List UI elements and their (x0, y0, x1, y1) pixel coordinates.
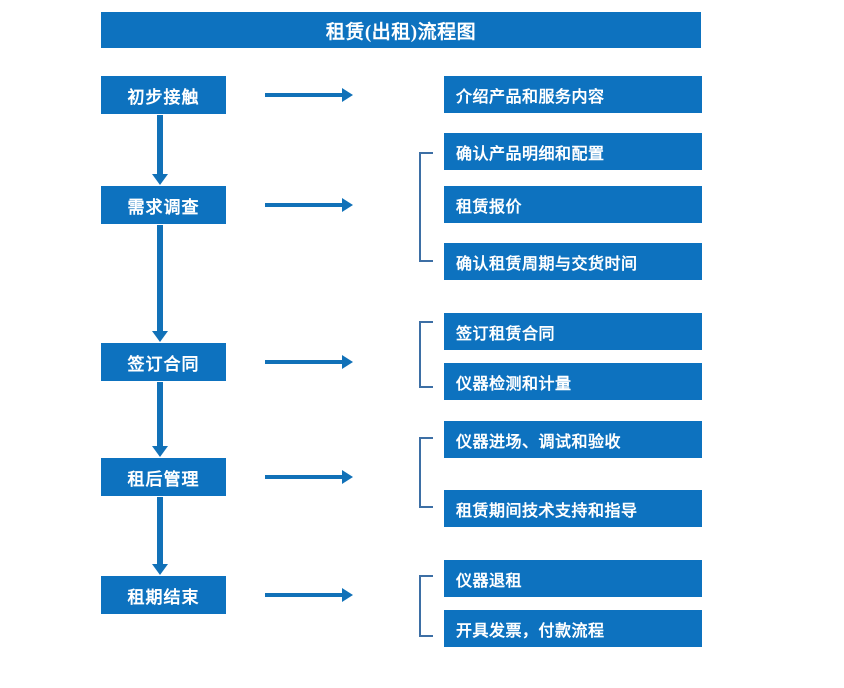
stage-box-2[interactable]: 需求调查 (101, 186, 226, 224)
group-bracket-4 (419, 575, 433, 637)
detail-box-7[interactable]: 仪器进场、调试和验收 (444, 421, 702, 458)
group-bracket-1 (419, 152, 433, 262)
flow-arrow-right-5 (265, 588, 353, 602)
flow-arrow-right-3 (265, 355, 353, 369)
diagram-title: 租赁(出租)流程图 (101, 12, 701, 48)
stage-box-1[interactable]: 初步接触 (101, 76, 226, 114)
detail-box-6[interactable]: 仪器检测和计量 (444, 363, 702, 400)
detail-box-4[interactable]: 确认租赁周期与交货时间 (444, 243, 702, 280)
flow-arrow-right-4 (265, 470, 353, 484)
flow-arrow-right-1 (265, 88, 353, 102)
detail-box-10[interactable]: 开具发票，付款流程 (444, 610, 702, 647)
detail-box-5[interactable]: 签订租赁合同 (444, 313, 702, 350)
stage-box-4[interactable]: 租后管理 (101, 458, 226, 496)
detail-box-1[interactable]: 介绍产品和服务内容 (444, 76, 702, 113)
detail-box-2[interactable]: 确认产品明细和配置 (444, 133, 702, 170)
flow-arrow-down-2 (152, 225, 168, 342)
detail-box-3[interactable]: 租赁报价 (444, 186, 702, 223)
stage-box-5[interactable]: 租期结束 (101, 576, 226, 614)
flow-arrow-down-1 (152, 115, 168, 185)
group-bracket-3 (419, 437, 433, 508)
stage-box-3[interactable]: 签订合同 (101, 343, 226, 381)
flow-arrow-down-3 (152, 382, 168, 457)
detail-box-8[interactable]: 租赁期间技术支持和指导 (444, 490, 702, 527)
group-bracket-2 (419, 321, 433, 388)
detail-box-9[interactable]: 仪器退租 (444, 560, 702, 597)
flow-arrow-right-2 (265, 198, 353, 212)
flow-arrow-down-4 (152, 497, 168, 575)
